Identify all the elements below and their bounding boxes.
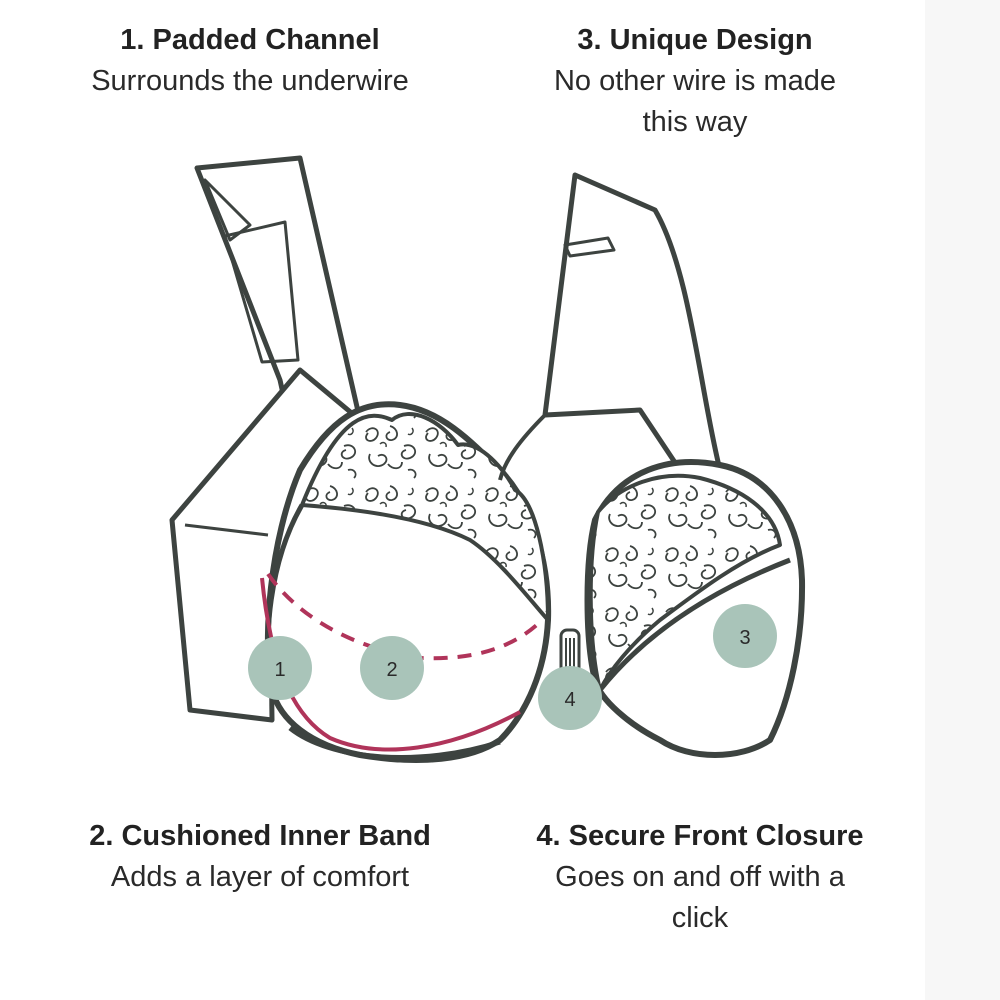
marker-label: 4 — [564, 689, 575, 711]
feature-title: 1. Padded Channel — [120, 24, 380, 56]
marker-label: 1 — [274, 659, 285, 681]
marker-2: 2 — [360, 636, 424, 700]
right-strap — [498, 172, 723, 481]
feature-description: Surrounds the underwire — [91, 65, 409, 98]
feature-cushioned-inner-band: 2. Cushioned Inner Band Adds a layer of … — [40, 816, 480, 898]
feature-padded-channel: 1. Padded Channel Surrounds the underwir… — [40, 20, 460, 102]
right-cup — [584, 459, 806, 758]
feature-title: 3. Unique Design — [577, 24, 813, 56]
feature-secure-front-closure: 4. Secure Front Closure Goes on and off … — [505, 816, 895, 940]
marker-4: 4 — [538, 666, 602, 730]
marker-1: 1 — [248, 636, 312, 700]
marker-3: 3 — [713, 604, 777, 668]
feature-description: Goes on and off with a click — [555, 861, 845, 935]
feature-title: 4. Secure Front Closure — [536, 820, 864, 852]
feature-title: 2. Cushioned Inner Band — [89, 820, 431, 852]
feature-description: Adds a layer of comfort — [110, 861, 410, 894]
feature-description: No other wire is made this way — [553, 65, 837, 139]
feature-unique-design: 3. Unique Design No other wire is made t… — [495, 20, 895, 144]
marker-label: 2 — [386, 659, 397, 681]
left-cup — [264, 401, 552, 763]
page-edge-strip — [925, 0, 1000, 1000]
marker-label: 3 — [739, 627, 750, 649]
